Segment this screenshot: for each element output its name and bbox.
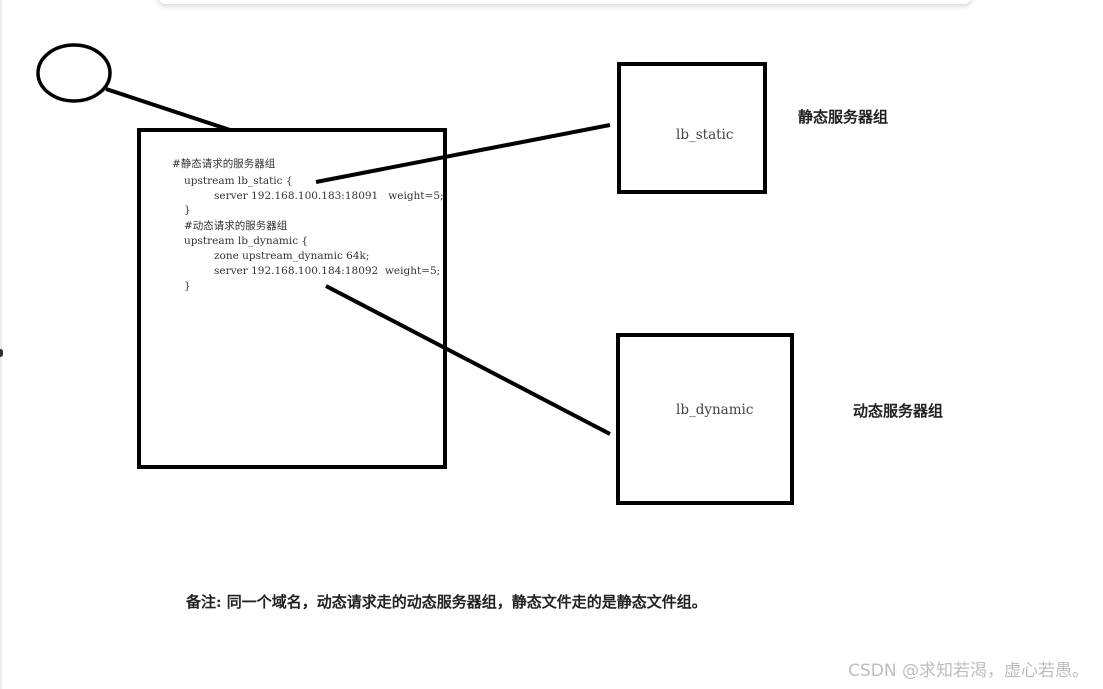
dynamic-server-box bbox=[616, 333, 794, 505]
ellipse-shape bbox=[36, 43, 112, 103]
dynamic-connector-line bbox=[325, 284, 611, 436]
config-line-dynamic-comment: #动态请求的服务器组 bbox=[184, 220, 288, 232]
left-edge-border bbox=[0, 0, 2, 689]
config-line-server-dynamic: server 192.168.100.184:18092 weight=5; bbox=[214, 265, 441, 277]
config-line-server-static: server 192.168.100.183:18091 weight=5; bbox=[214, 190, 444, 202]
dynamic-group-label: 动态服务器组 bbox=[853, 402, 944, 420]
left-edge-marker bbox=[0, 349, 3, 357]
static-box-label: lb_static bbox=[676, 127, 734, 143]
config-line-upstream-dynamic: upstream lb_dynamic { bbox=[184, 235, 309, 247]
config-box bbox=[137, 128, 447, 469]
static-group-label: 静态服务器组 bbox=[798, 108, 889, 126]
watermark-text: CSDN @求知若渴，虚心若愚。 bbox=[848, 661, 1089, 681]
config-line-close-static: } bbox=[184, 204, 191, 216]
config-line-close-dynamic: } bbox=[184, 280, 191, 292]
note-text: 备注: 同一个域名，动态请求走的动态服务器组，静态文件走的是静态文件组。 bbox=[186, 593, 707, 611]
config-line-upstream-static: upstream lb_static { bbox=[184, 175, 293, 187]
ellipse-connector-line bbox=[105, 87, 231, 132]
static-connector-line bbox=[315, 123, 611, 184]
top-panel-edge bbox=[158, 0, 972, 4]
static-server-box bbox=[617, 62, 767, 194]
dynamic-box-label: lb_dynamic bbox=[676, 402, 754, 418]
config-line-static-comment: #静态请求的服务器组 bbox=[172, 158, 276, 170]
config-line-zone: zone upstream_dynamic 64k; bbox=[214, 250, 370, 262]
